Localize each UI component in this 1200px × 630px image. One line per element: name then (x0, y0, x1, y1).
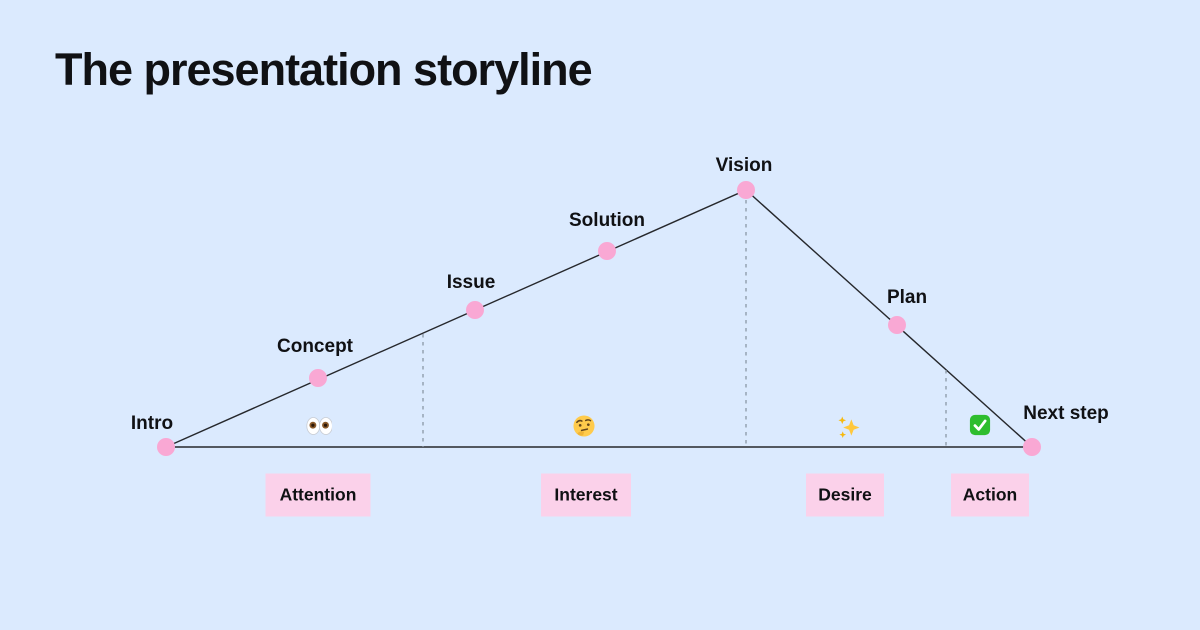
point-dot-issue (466, 301, 484, 319)
point-dot-intro (157, 438, 175, 456)
point-label-solution: Solution (569, 210, 645, 231)
stage-label-desire: Desire (806, 473, 884, 517)
stage-label-attention: Attention (265, 473, 371, 517)
sparkles-icon (837, 416, 860, 439)
thinking-face-icon (573, 415, 596, 438)
eyes-icon (306, 417, 333, 436)
point-dot-plan (888, 316, 906, 334)
point-dot-next-step (1023, 438, 1041, 456)
point-label-plan: Plan (886, 287, 928, 308)
stage-label-action: Action (951, 473, 1029, 517)
point-label-intro: Intro (130, 413, 174, 434)
point-label-next-step: Next step (1023, 403, 1109, 424)
point-label-issue: Issue (446, 272, 496, 293)
point-dot-vision (737, 181, 755, 199)
point-dot-concept (309, 369, 327, 387)
stage-label-interest: Interest (541, 473, 631, 517)
page-title: The presentation storyline (55, 44, 593, 95)
check-mark-icon (969, 414, 991, 436)
point-label-vision: Vision (715, 155, 773, 176)
point-label-concept: Concept (277, 336, 353, 357)
point-dot-solution (598, 242, 616, 260)
